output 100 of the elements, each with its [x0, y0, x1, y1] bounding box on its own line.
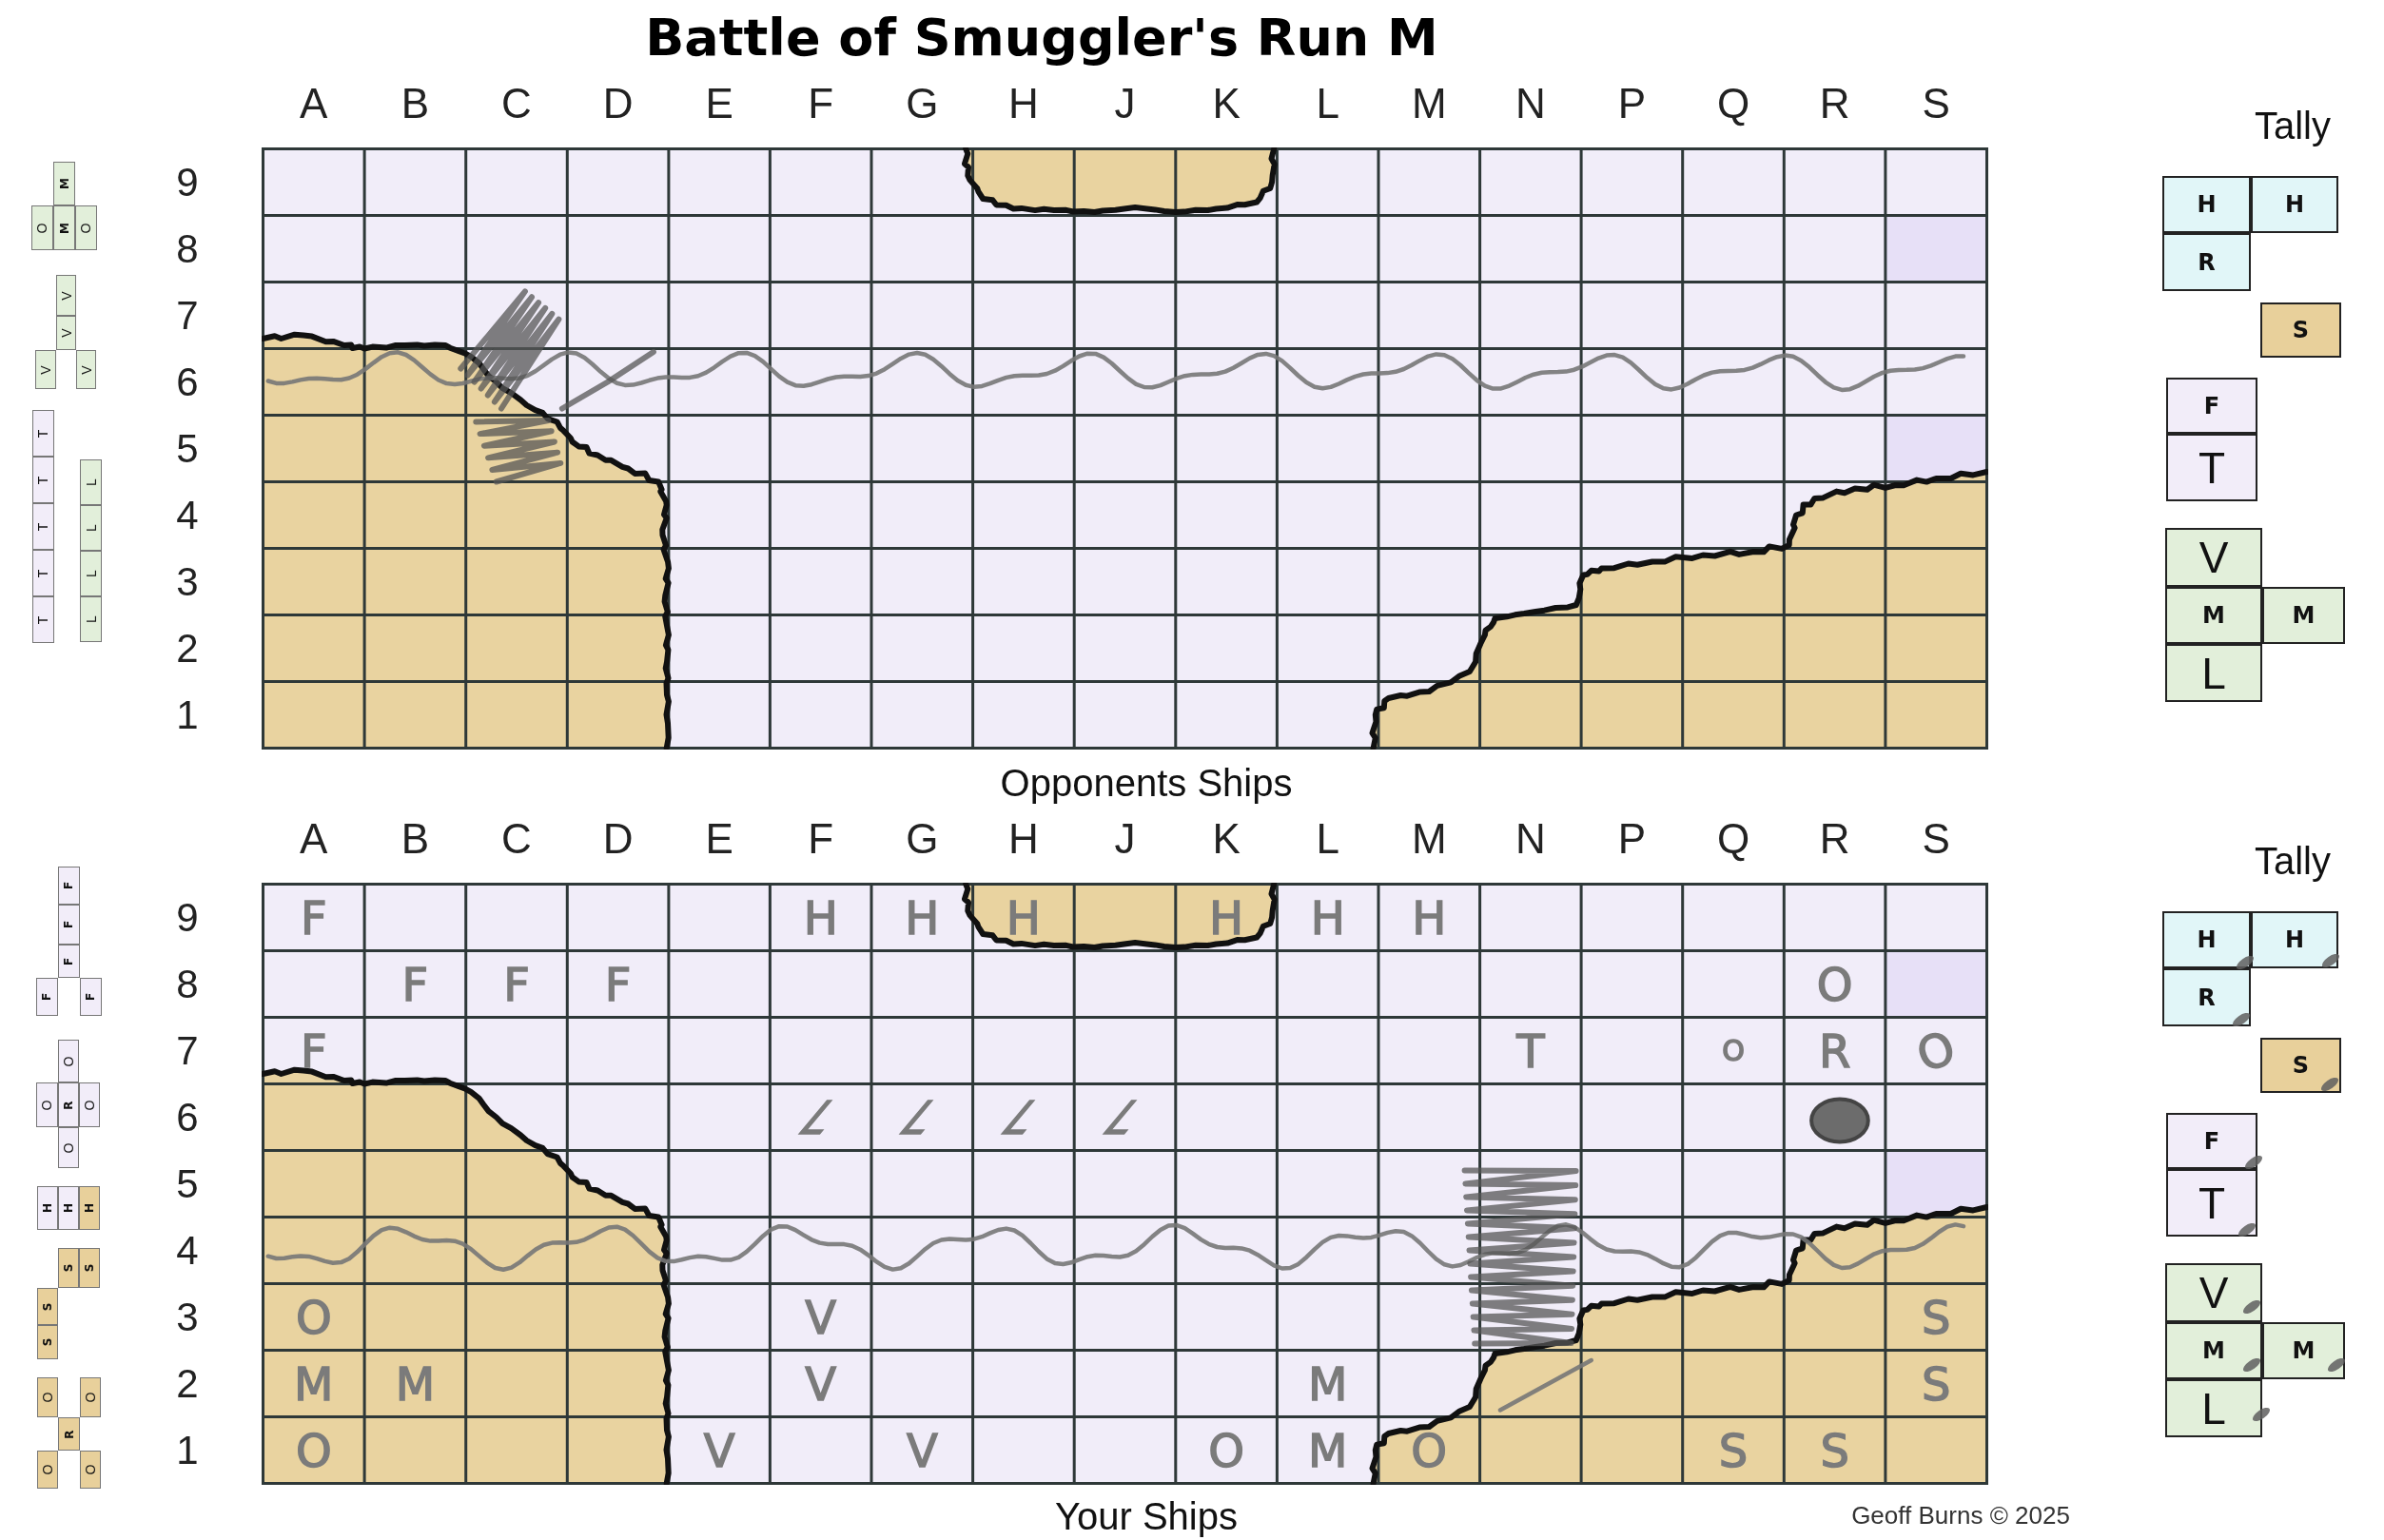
ship-piece-square: S — [37, 1288, 58, 1325]
column-label: B — [401, 818, 430, 860]
column-label: N — [1514, 83, 1546, 125]
handwritten-letter: R — [1818, 1027, 1851, 1074]
column-label: M — [1411, 83, 1447, 125]
tally-square: L — [2165, 644, 2262, 702]
tally-square: H — [2251, 176, 2338, 233]
column-label: R — [1819, 83, 1850, 125]
handwritten-letter: O — [1411, 1427, 1448, 1473]
handwritten-letter: T — [1516, 1027, 1545, 1074]
column-label: G — [906, 83, 939, 125]
handwritten-letter: O — [295, 1294, 332, 1340]
row-label: 1 — [176, 1430, 199, 1471]
tally-square: V — [2165, 1263, 2262, 1322]
ship-piece-square: O — [80, 1377, 101, 1417]
row-label: 9 — [176, 162, 199, 203]
handwritten-letter: H — [1412, 894, 1447, 941]
handwritten-letter: O — [295, 1427, 332, 1473]
ship-piece-square: F — [36, 978, 58, 1016]
ship-piece-square: O — [37, 1377, 58, 1417]
ship-piece-square: F — [58, 945, 80, 978]
tally-square: H — [2251, 911, 2338, 968]
tally-heading: Tally — [2255, 842, 2331, 880]
column-label: L — [1316, 83, 1339, 125]
ship-piece-square: S — [37, 1325, 58, 1359]
board-caption: Your Ships — [1055, 1497, 1238, 1535]
column-label: J — [1114, 83, 1136, 125]
ship-piece-square: T — [32, 596, 54, 643]
ship-piece-square: O — [31, 205, 53, 250]
ship-piece-square: O — [36, 1082, 58, 1127]
row-label: 2 — [176, 628, 199, 669]
column-label: A — [300, 83, 328, 125]
ship-piece-square: O — [75, 205, 97, 250]
column-label: D — [602, 818, 634, 860]
handwritten-letter: S — [1718, 1427, 1749, 1473]
column-label: S — [1922, 83, 1950, 125]
ship-piece-square: O — [58, 1040, 79, 1082]
row-label: 5 — [176, 428, 199, 469]
column-label: N — [1514, 818, 1546, 860]
ship-piece-square: V — [35, 350, 56, 389]
handwritten-letter: F — [604, 961, 632, 1007]
handwritten-letter: H — [803, 894, 838, 941]
column-label: C — [501, 818, 532, 860]
tally-square: T — [2166, 434, 2257, 501]
handwritten-letter: L — [1093, 1094, 1157, 1140]
ship-piece-square: T — [32, 550, 54, 596]
ship-piece-square: V — [76, 350, 96, 389]
ship-piece-square: R — [58, 1082, 79, 1127]
handwritten-letter: F — [301, 1027, 327, 1074]
row-label: 2 — [176, 1363, 199, 1404]
ship-piece-square: H — [79, 1186, 100, 1230]
column-label: M — [1411, 818, 1447, 860]
row-label: 8 — [176, 964, 199, 1004]
handwritten-letter: S — [1921, 1294, 1951, 1340]
ship-piece-square: O — [79, 1082, 100, 1127]
handwritten-letter: H — [1006, 894, 1041, 941]
copyright-note: Geoff Burns © 2025 — [1851, 1503, 2070, 1528]
column-label: Q — [1716, 818, 1750, 860]
ship-piece-square: V — [56, 275, 76, 316]
handwritten-letter: V — [906, 1427, 938, 1473]
column-label: D — [602, 83, 634, 125]
row-label: 4 — [176, 495, 199, 536]
column-label: H — [1008, 818, 1039, 860]
handwritten-letter: M — [1307, 1427, 1348, 1473]
column-label: B — [401, 83, 430, 125]
ship-piece-square: T — [32, 503, 54, 550]
handwritten-letter: L — [991, 1094, 1056, 1140]
handwritten-letter: O — [1911, 1023, 1962, 1079]
handwritten-letter: F — [401, 961, 429, 1007]
column-label: F — [808, 818, 834, 860]
column-label: Q — [1716, 83, 1750, 125]
ship-piece-square: H — [58, 1186, 79, 1230]
tally-square: H — [2162, 176, 2251, 233]
row-label: 3 — [176, 561, 199, 602]
tally-square: F — [2166, 378, 2257, 434]
tally-square: M — [2262, 587, 2345, 644]
column-label: J — [1114, 818, 1136, 860]
column-label: F — [808, 83, 834, 125]
ship-piece-square: V — [56, 316, 76, 350]
tally-square: V — [2165, 528, 2262, 587]
column-label: P — [1617, 818, 1647, 860]
ship-piece-square: O — [80, 1451, 101, 1489]
tally-square: F — [2166, 1113, 2257, 1169]
row-label: 5 — [176, 1163, 199, 1204]
ship-piece-square: L — [80, 596, 102, 642]
row-label: 4 — [176, 1230, 199, 1271]
column-label: A — [300, 818, 328, 860]
ship-piece-square: H — [37, 1186, 58, 1230]
tally-square: L — [2165, 1379, 2262, 1437]
column-label: C — [501, 83, 532, 125]
row-label: 3 — [176, 1296, 199, 1337]
handwritten-letter: F — [503, 961, 530, 1007]
column-label: K — [1212, 818, 1241, 860]
handwritten-letter: H — [1209, 894, 1244, 941]
column-label: L — [1316, 818, 1339, 860]
handwritten-letter: V — [805, 1360, 837, 1407]
handwritten-letter: M — [395, 1360, 436, 1407]
column-label: S — [1922, 818, 1950, 860]
column-label: K — [1212, 83, 1241, 125]
tally-heading: Tally — [2255, 107, 2331, 145]
